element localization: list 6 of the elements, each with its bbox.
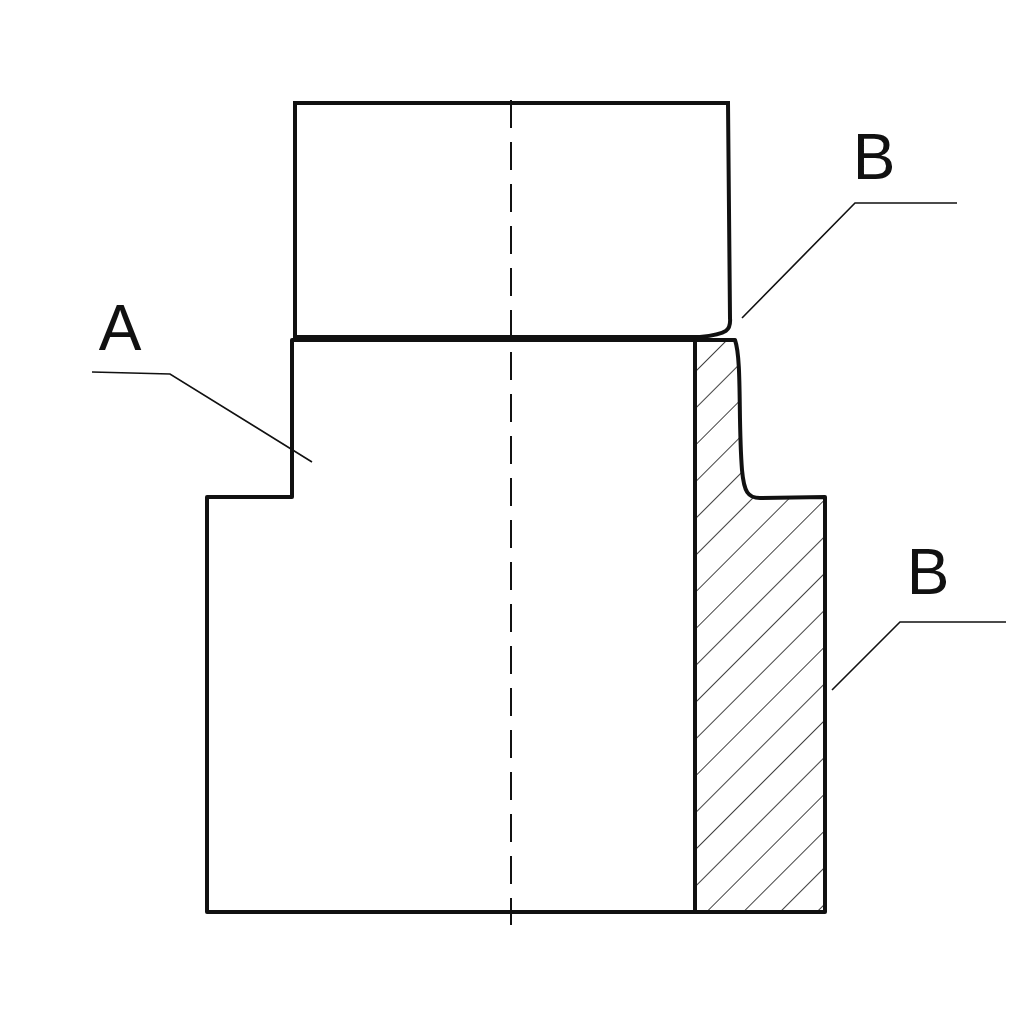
leader-line: [741, 202, 958, 319]
callout-letter: B: [852, 125, 896, 189]
leader-line: [831, 621, 1007, 691]
callout-letter: A: [98, 296, 142, 360]
callout-letter: B: [906, 540, 950, 604]
leader-line: [91, 371, 313, 463]
